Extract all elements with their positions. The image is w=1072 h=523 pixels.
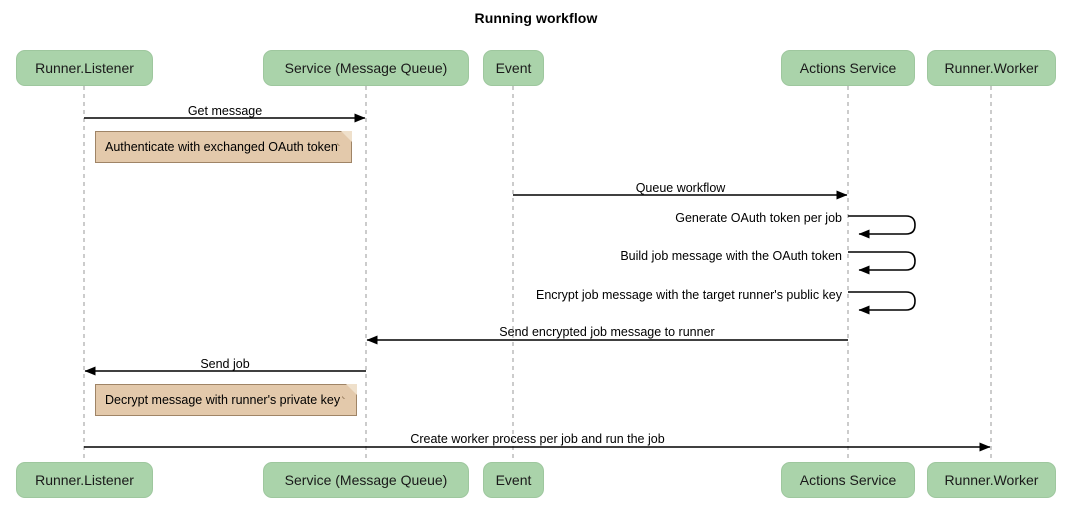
self-loop-generate-oauth-token: [848, 215, 916, 239]
participant-actions-service-header[interactable]: Actions Service: [781, 50, 915, 86]
self-loop-encrypt-job-message: [848, 291, 916, 315]
note-decrypt-text: Decrypt message with runner's private ke…: [105, 393, 341, 407]
message-label-queue-workflow: Queue workflow: [635, 181, 726, 195]
message-label-generate-oauth-token: Generate OAuth token per job: [675, 211, 842, 225]
participant-event-header[interactable]: Event: [483, 50, 544, 86]
message-label-send-job: Send job: [200, 357, 250, 371]
note-decrypt: Decrypt message with runner's private ke…: [95, 384, 357, 416]
message-arrows: [84, 113, 991, 452]
participant-runner-listener-footer[interactable]: Runner.Listener: [16, 462, 153, 498]
participant-runner-listener-header[interactable]: Runner.Listener: [16, 50, 153, 86]
participant-service-queue-footer[interactable]: Service (Message Queue): [263, 462, 469, 498]
message-label-build-job-message: Build job message with the OAuth token: [620, 249, 842, 263]
participant-event-footer[interactable]: Event: [483, 462, 544, 498]
message-label-encrypt-job-message: Encrypt job message with the target runn…: [535, 288, 842, 302]
self-loop-build-job-message: [848, 251, 916, 275]
note-fold-edge-icon: [337, 131, 352, 146]
message-label-create-worker-process: Create worker process per job and run th…: [410, 432, 665, 446]
participant-service-queue-header[interactable]: Service (Message Queue): [263, 50, 469, 86]
lifelines: [83, 86, 992, 462]
note-authenticate-text: Authenticate with exchanged OAuth token: [105, 140, 338, 154]
note-fold-edge-icon: [342, 384, 357, 399]
diagram-title: Running workflow: [474, 10, 598, 26]
message-label-get-message: Get message: [187, 104, 263, 118]
note-authenticate: Authenticate with exchanged OAuth token: [95, 131, 352, 163]
participant-runner-worker-header[interactable]: Runner.Worker: [927, 50, 1056, 86]
participant-actions-service-footer[interactable]: Actions Service: [781, 462, 915, 498]
message-label-send-encrypted-job-message: Send encrypted job message to runner: [499, 325, 715, 339]
participant-runner-worker-footer[interactable]: Runner.Worker: [927, 462, 1056, 498]
